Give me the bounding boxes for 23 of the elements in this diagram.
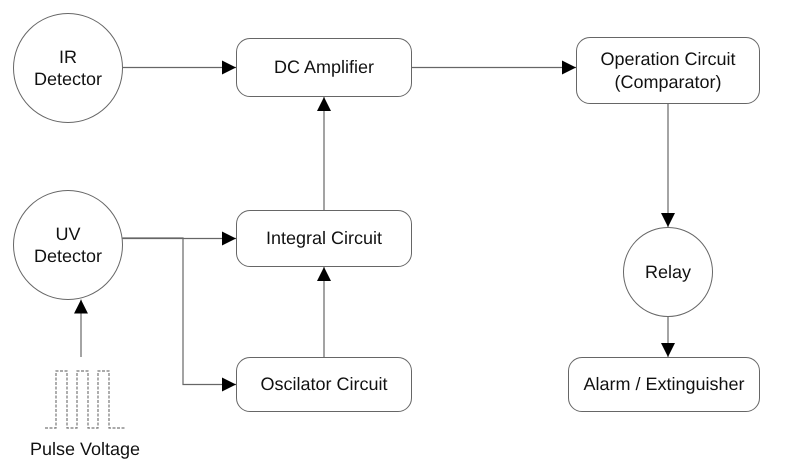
node-label: IR Detector [32,46,104,90]
arrow [412,60,576,74]
arrow [317,97,331,210]
node-label: UV Detector [32,222,104,268]
node-label: Oscilator Circuit [259,373,389,396]
node-label: Alarm / Extinguisher [582,373,746,396]
node-label: Relay [644,260,692,284]
arrow [74,300,88,357]
arrow [661,317,675,357]
arrow [123,60,236,74]
arrow [122,237,236,392]
process-box [568,357,760,412]
node-label: Pulse Voltage [28,438,142,460]
arrow [122,232,236,246]
process-box [576,37,760,104]
node-label: Operation Circuit (Comparator) [599,48,737,93]
process-box [236,38,412,97]
process-box [236,357,412,412]
node-label: Integral Circuit [264,227,384,250]
arrow [317,267,331,357]
process-box [236,210,412,267]
arrow [661,104,675,227]
node-label: DC Amplifier [272,56,376,79]
